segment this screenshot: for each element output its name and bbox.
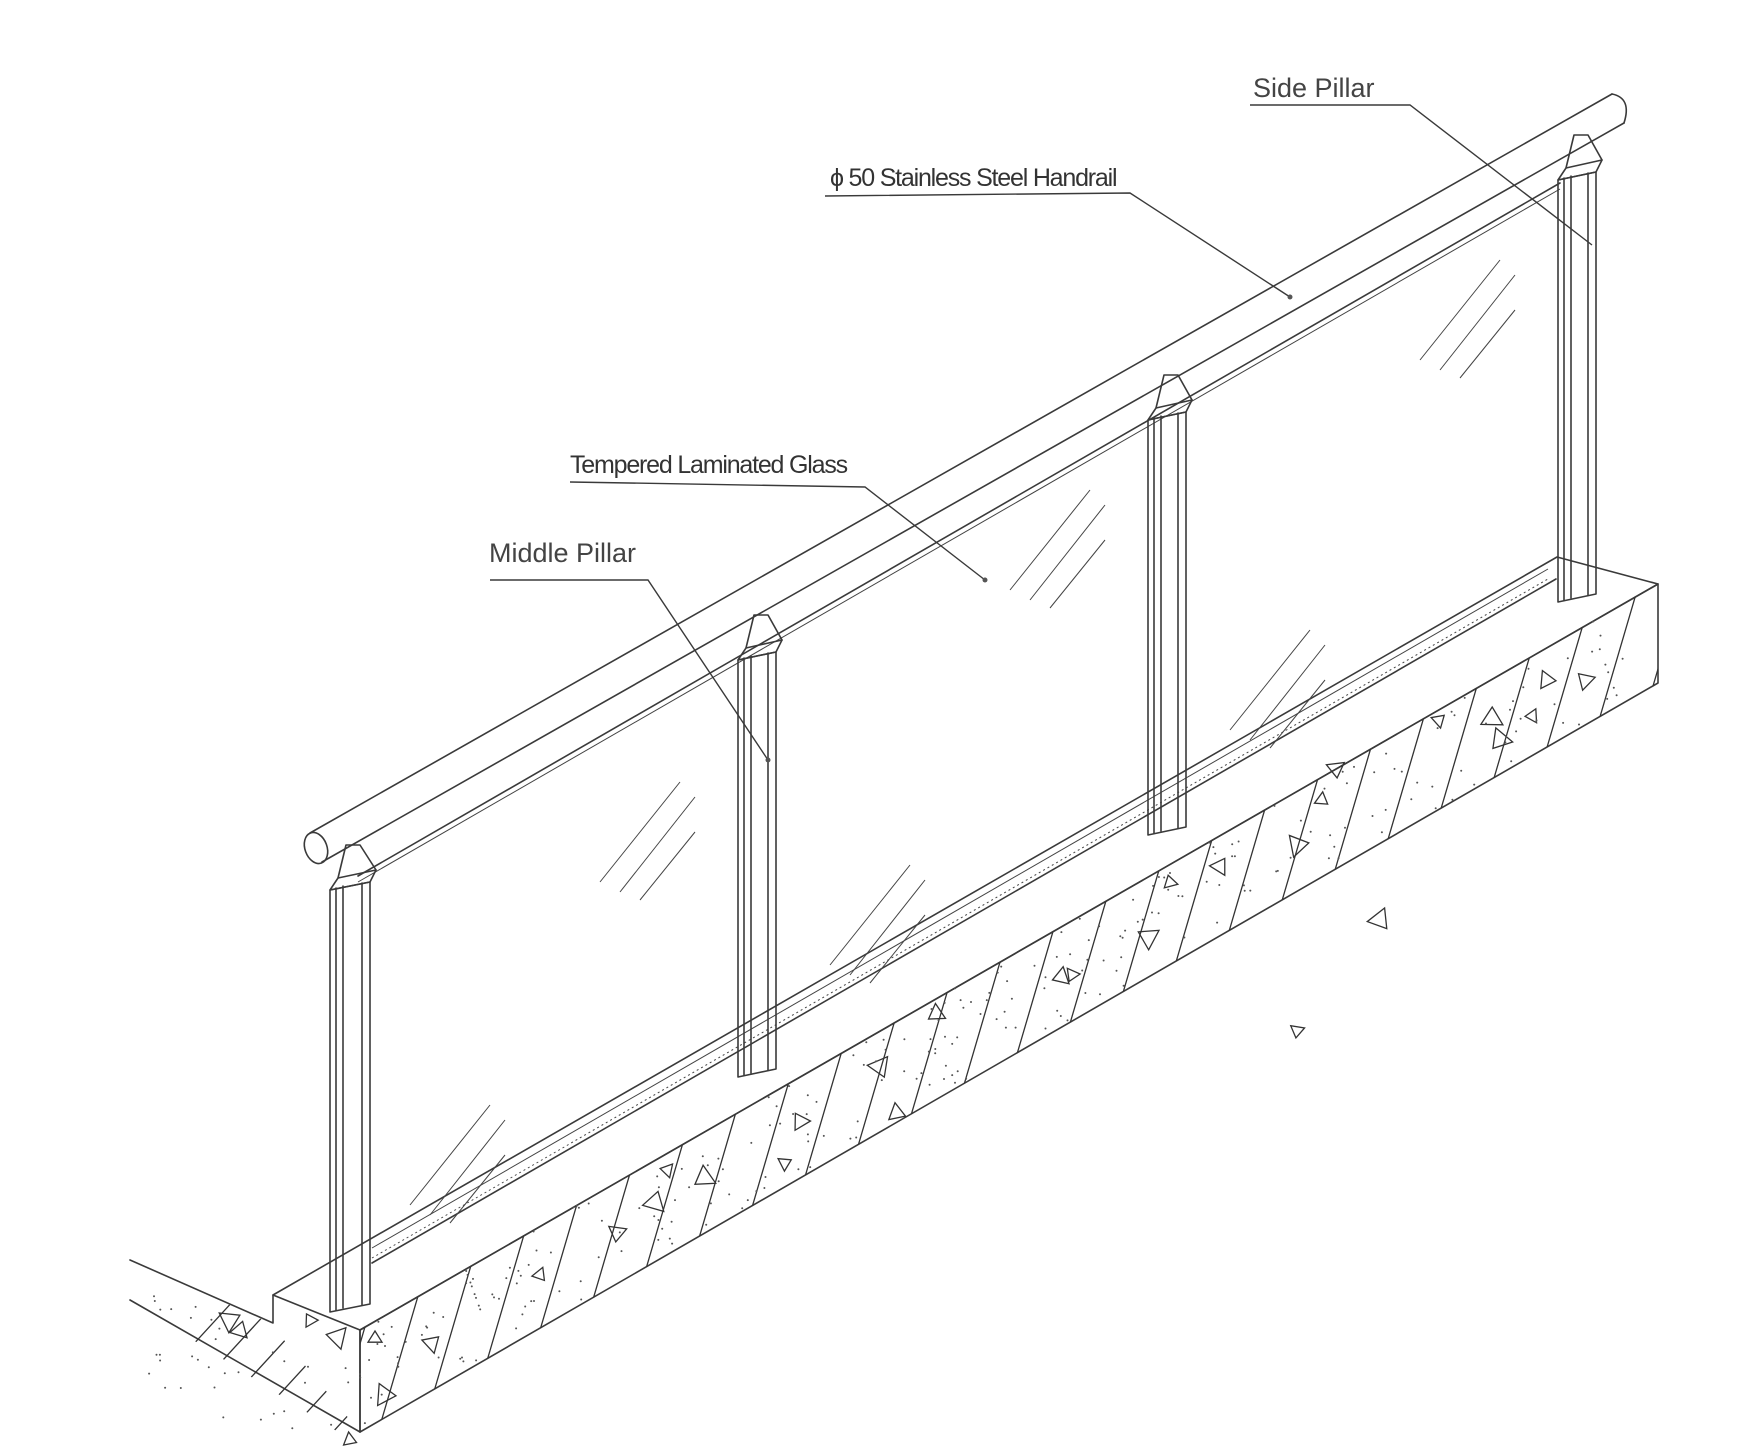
- glass-label: Tempered Laminated Glass: [570, 451, 848, 479]
- side-pillar-label: Side Pillar: [1253, 73, 1375, 103]
- label-leaders: [490, 104, 1593, 763]
- concrete-curb: [129, 556, 1659, 1446]
- side-pillar-left: [329, 844, 377, 1313]
- handrail: [303, 93, 1628, 865]
- glass-reflections: [409, 259, 1516, 1224]
- side-pillar-right: [1557, 134, 1603, 603]
- middle-pillar-2: [1147, 374, 1193, 836]
- middle-pillar-label: Middle Pillar: [489, 538, 636, 568]
- handrail-label: ϕ 50 Stainless Steel Handrail: [830, 164, 1116, 192]
- glass-panels: [357, 182, 1561, 1264]
- middle-pillar: [737, 614, 783, 1078]
